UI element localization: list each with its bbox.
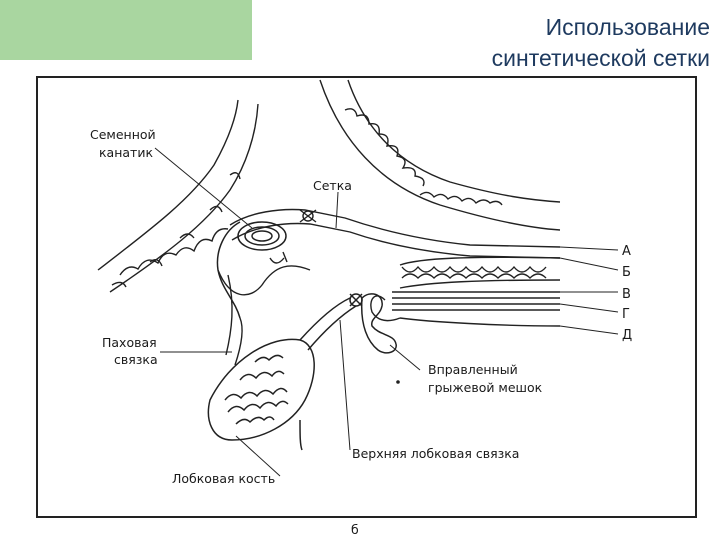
layer-letter-d: Д — [622, 328, 632, 343]
upper-right-muscle — [319, 79, 561, 231]
label-inguinal-ligament-1: Паховая — [102, 335, 157, 350]
layer-letter-b: Б — [622, 265, 631, 280]
layer-letter-g: Г — [622, 307, 630, 322]
small-dot — [396, 380, 400, 384]
label-hernia-sac-2: грыжевой мешок — [428, 380, 543, 395]
slide-title-line-1: Использование — [545, 14, 710, 40]
label-inguinal-ligament-2: связка — [114, 352, 158, 367]
hernia-sac-shape — [349, 293, 397, 354]
figure-frame — [36, 76, 697, 518]
label-pubic-bone: Лобковая кость — [172, 471, 275, 486]
slide-title: Использование синтетической сетки — [370, 12, 710, 74]
figure-caption: б — [351, 522, 359, 537]
mesh-line — [229, 208, 561, 259]
label-hernia-sac-1: Вправленный — [428, 362, 518, 377]
title-accent-block — [0, 0, 252, 60]
layer-letter-v: В — [622, 287, 631, 302]
label-spermatic-cord-2: канатик — [99, 145, 153, 160]
slide-title-line-2: синтетической сетки — [491, 45, 710, 71]
leader-lines — [154, 147, 619, 477]
pubic-bone-shape — [207, 297, 357, 451]
layer-letter-a: А — [622, 244, 631, 259]
layered-tissue — [370, 256, 561, 327]
label-upper-pubic-ligament: Верхняя лобковая связка — [352, 446, 519, 461]
label-spermatic-cord-1: Семенной — [90, 127, 156, 142]
upper-left-tissue — [97, 99, 259, 293]
label-mesh: Сетка — [313, 178, 352, 193]
inguinal-ligament-shape — [217, 251, 311, 366]
